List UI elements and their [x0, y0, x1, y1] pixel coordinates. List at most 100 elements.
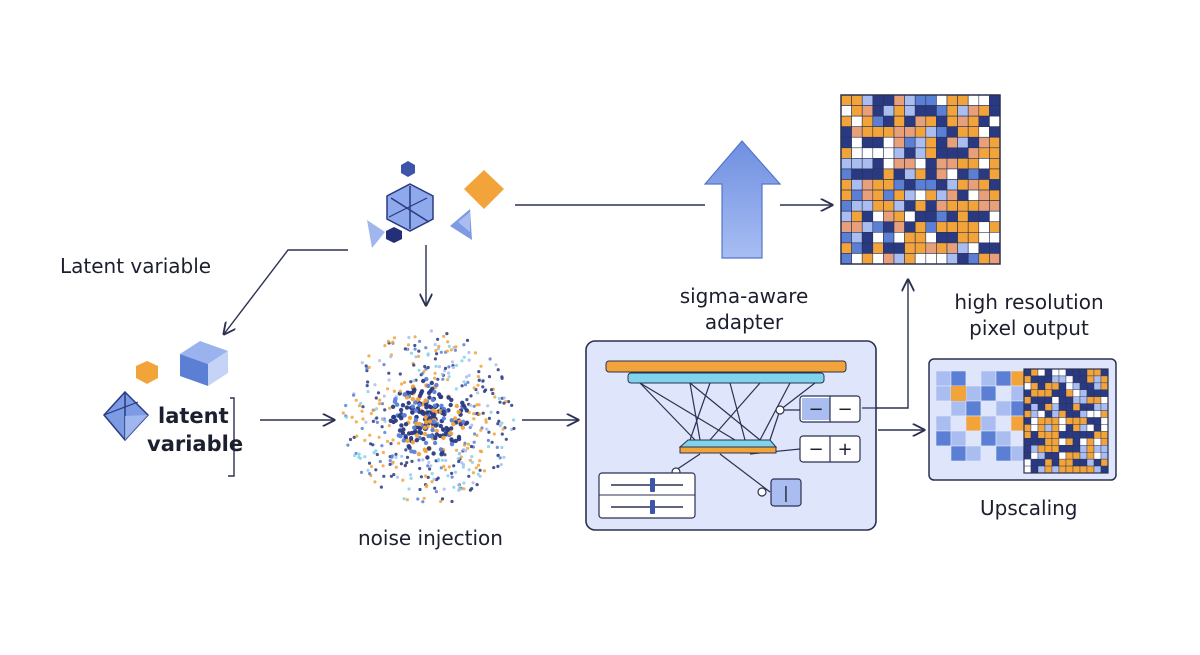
fine-pixel [1086, 445, 1095, 453]
output-pixel [957, 94, 969, 106]
noise-dot [409, 351, 414, 355]
noise-dot [462, 380, 466, 384]
minus-button-a[interactable]: − [808, 399, 823, 420]
noise-dot [428, 405, 434, 410]
noise-dot [380, 444, 384, 448]
noise-dot [377, 402, 382, 406]
output-pixel [925, 115, 937, 127]
fine-pixel [1030, 438, 1039, 446]
noise-dot [382, 394, 386, 398]
noise-dot [481, 379, 485, 383]
fine-pixel [1072, 417, 1081, 425]
fine-pixel [1051, 458, 1060, 467]
fine-pixel [1044, 431, 1053, 439]
output-pixel [861, 189, 874, 201]
noise-dot [456, 409, 461, 415]
slider-handle-top[interactable] [650, 478, 655, 492]
output-pixel [936, 242, 948, 254]
noise-dot [424, 485, 428, 489]
noise-dot [348, 437, 353, 442]
noise-dot [357, 452, 361, 456]
output-pixel [925, 105, 937, 117]
small-hexagon-icon [401, 161, 415, 177]
noise-dot [398, 389, 402, 393]
output-pixel [957, 189, 969, 201]
noise-dot [386, 339, 390, 343]
fine-pixel [1044, 382, 1053, 390]
slider-handle-bottom[interactable] [650, 500, 655, 514]
fine-pixel [1100, 458, 1109, 467]
coarse-pixel [980, 415, 997, 432]
minus-button-b[interactable]: − [837, 399, 852, 420]
noise-dot [401, 478, 405, 482]
coarse-pixel [965, 370, 982, 387]
output-pixel [861, 242, 874, 254]
noise-dot [413, 400, 418, 405]
fine-pixel [1072, 424, 1081, 432]
output-pixel [851, 189, 863, 201]
output-pixel [925, 136, 937, 149]
coarse-pixel [965, 430, 982, 447]
noise-dot [488, 357, 492, 361]
fine-pixel [1058, 375, 1067, 384]
fine-pixel [1051, 431, 1060, 439]
bar-control[interactable]: | [770, 478, 802, 507]
fine-pixel [1086, 431, 1095, 439]
noise-dot [429, 464, 433, 468]
noise-dot [445, 427, 450, 433]
output-pixel [936, 210, 948, 223]
noise-dot [441, 377, 445, 381]
noise-dot [392, 389, 396, 393]
adapter-up-arrow-icon [703, 140, 782, 259]
minus-minus-control[interactable]: − − [799, 395, 861, 423]
output-pixel [957, 210, 969, 223]
fine-pixel [1065, 403, 1074, 411]
noise-dot [460, 359, 464, 363]
noise-dot [392, 336, 397, 340]
output-pixel [893, 179, 905, 191]
noise-dot [374, 449, 378, 453]
fine-pixel [1100, 431, 1109, 439]
output-pixel [893, 221, 905, 233]
output-pixel [904, 179, 916, 191]
output-pixel [925, 221, 937, 233]
noise-dot [441, 409, 446, 414]
plus-button[interactable]: + [837, 439, 852, 460]
output-pixel [914, 158, 927, 170]
fine-pixel [1065, 389, 1074, 397]
noise-dot [424, 405, 429, 410]
fine-pixel [1023, 424, 1032, 432]
noise-dot [476, 391, 480, 395]
minus-button-c[interactable]: − [808, 439, 823, 460]
noise-dot [417, 349, 421, 353]
noise-dot [441, 416, 446, 421]
noise-dot [466, 446, 470, 450]
bar-button[interactable]: | [783, 483, 788, 502]
noise-dot [457, 452, 461, 456]
coarse-pixel [950, 445, 967, 462]
noise-dot [364, 364, 368, 368]
output-pixel [872, 147, 884, 159]
noise-dot [471, 471, 475, 475]
output-pixel [840, 94, 852, 106]
noise-dot [413, 335, 417, 339]
noise-dot [423, 420, 429, 425]
noise-dot [433, 371, 437, 375]
noise-dot [377, 435, 381, 439]
output-pixel [851, 221, 863, 233]
noise-dot [409, 430, 414, 436]
noise-dot [456, 436, 462, 442]
fine-pixel [1030, 389, 1039, 397]
output-pixel [851, 200, 863, 212]
noise-dot [461, 419, 466, 424]
fine-pixel [1065, 431, 1074, 439]
noise-dot [432, 389, 437, 395]
orange-hexagon-icon [136, 361, 158, 384]
noise-dot [456, 457, 460, 461]
noise-dot [410, 410, 415, 415]
minus-plus-control[interactable]: − + [799, 435, 861, 463]
fine-pixel [1030, 410, 1039, 418]
noise-dot [412, 363, 416, 367]
noise-dot [389, 355, 393, 359]
noise-dot [444, 458, 448, 463]
